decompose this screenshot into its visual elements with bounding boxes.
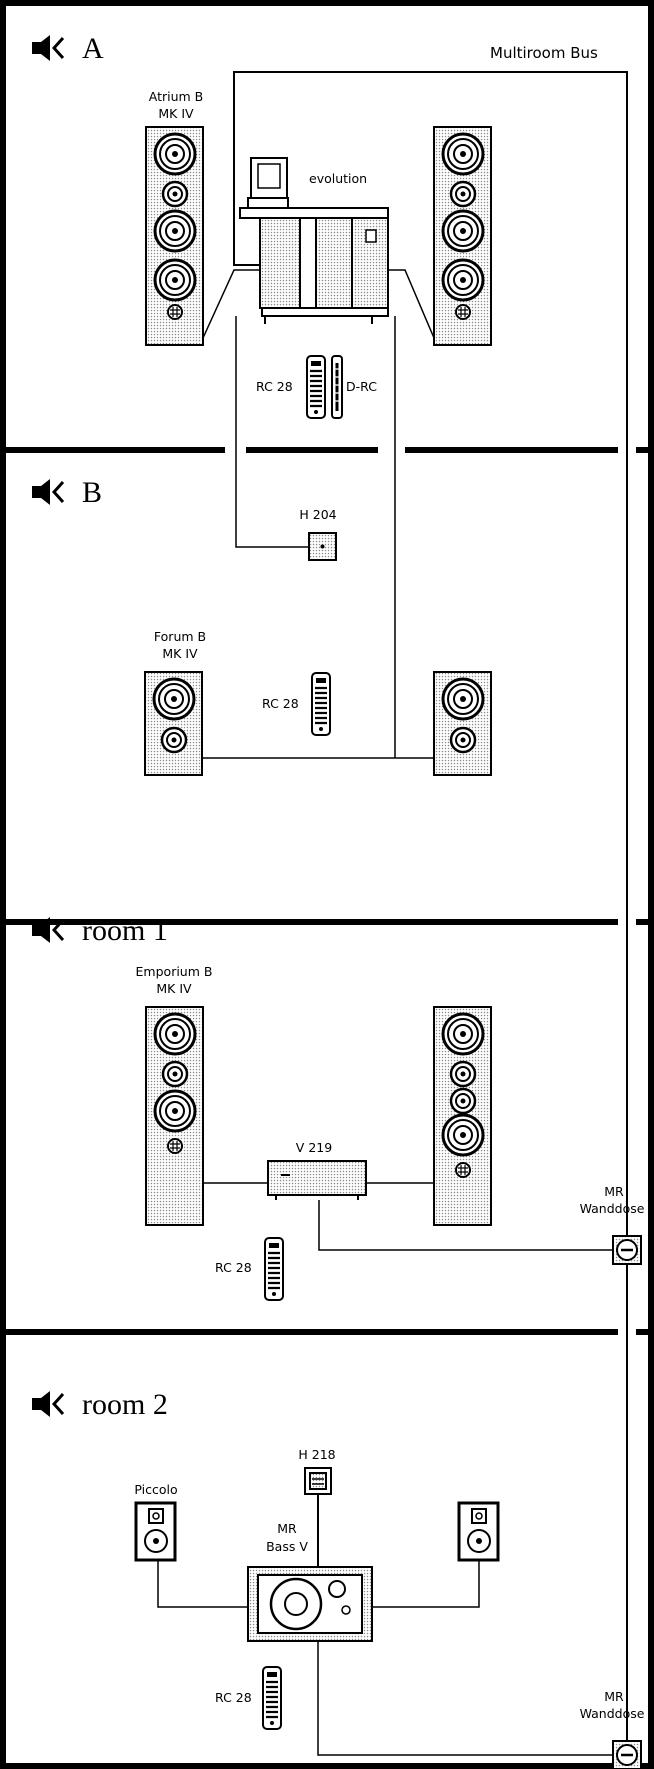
room-2-title: room 2 xyxy=(30,1388,168,1421)
speaker-model-label: MK IV xyxy=(162,646,198,661)
remote-label: D-RC xyxy=(346,379,377,394)
wall-unit-label: H 204 xyxy=(299,507,336,522)
speaker-icon xyxy=(30,33,65,63)
bus-label: Multiroom Bus xyxy=(490,44,598,62)
speaker-model-label: Forum B xyxy=(154,629,206,644)
system-label: evolution xyxy=(309,171,367,186)
room-title: room 1 xyxy=(82,914,168,947)
speaker-model-label: Atrium B xyxy=(149,89,204,104)
speaker-icon xyxy=(30,477,65,507)
room-dividers xyxy=(3,447,651,1335)
room-b-title: B xyxy=(30,476,102,509)
remote-rc28 xyxy=(311,672,331,736)
remote-rc28 xyxy=(262,1666,282,1730)
tower-speaker-left xyxy=(145,1006,204,1226)
tower-speaker-right xyxy=(433,126,492,346)
speaker-cables xyxy=(202,269,435,758)
wall-socket xyxy=(612,1740,642,1769)
room-b: H 204 Forum B MK IV RC 28 xyxy=(144,507,492,776)
socket-label: MR xyxy=(604,1184,624,1199)
wall-unit-h204 xyxy=(308,532,337,561)
speaker-cables xyxy=(203,1182,612,1251)
room-2: H 218 Piccolo MR Bass V xyxy=(134,1447,645,1769)
speaker-icon xyxy=(30,1389,65,1419)
bookshelf-speaker-left xyxy=(144,671,203,776)
remote-drc xyxy=(331,355,343,419)
speaker-model-label: MK IV xyxy=(156,981,192,996)
remote-label: RC 28 xyxy=(262,696,299,711)
small-speaker-left xyxy=(134,1501,177,1562)
wall-unit-h218 xyxy=(304,1467,332,1495)
subwoofer-mr-bass-v xyxy=(247,1566,373,1642)
tower-speaker-right xyxy=(433,1006,492,1226)
speaker-model-label: Emporium B xyxy=(136,964,213,979)
amp-label: V 219 xyxy=(296,1140,332,1155)
socket-label: MR xyxy=(604,1689,624,1704)
speaker-label: Piccolo xyxy=(134,1482,177,1497)
room-a: Atrium B MK IV xyxy=(145,89,492,758)
room-title: A xyxy=(82,32,104,65)
room-a-title: A xyxy=(30,32,104,65)
amplifier-v219 xyxy=(267,1160,367,1200)
socket-label: Wanddose xyxy=(580,1706,645,1721)
room-title: B xyxy=(82,476,102,509)
bookshelf-speaker-right xyxy=(433,671,492,776)
remote-label: RC 28 xyxy=(215,1690,252,1705)
remote-rc28 xyxy=(264,1237,284,1301)
socket-label: Wanddose xyxy=(580,1201,645,1216)
room-1-title: room 1 xyxy=(30,914,168,947)
multiroom-bus xyxy=(233,71,628,1740)
room-title: room 2 xyxy=(82,1388,168,1421)
small-speaker-right xyxy=(457,1501,500,1562)
evolution-system xyxy=(239,157,389,324)
speaker-cables xyxy=(157,1560,612,1756)
room-1: Emporium B MK IV V 219 xyxy=(136,964,645,1301)
subwoofer-label: Bass V xyxy=(266,1539,308,1554)
wall-socket xyxy=(612,1235,642,1265)
remote-label: RC 28 xyxy=(215,1260,252,1275)
tower-speaker-left xyxy=(145,126,204,346)
remote-label: RC 28 xyxy=(256,379,293,394)
wall-unit-label: H 218 xyxy=(298,1447,335,1462)
remote-rc28 xyxy=(306,355,326,419)
subwoofer-label: MR xyxy=(277,1521,297,1536)
speaker-model-label: MK IV xyxy=(158,106,194,121)
